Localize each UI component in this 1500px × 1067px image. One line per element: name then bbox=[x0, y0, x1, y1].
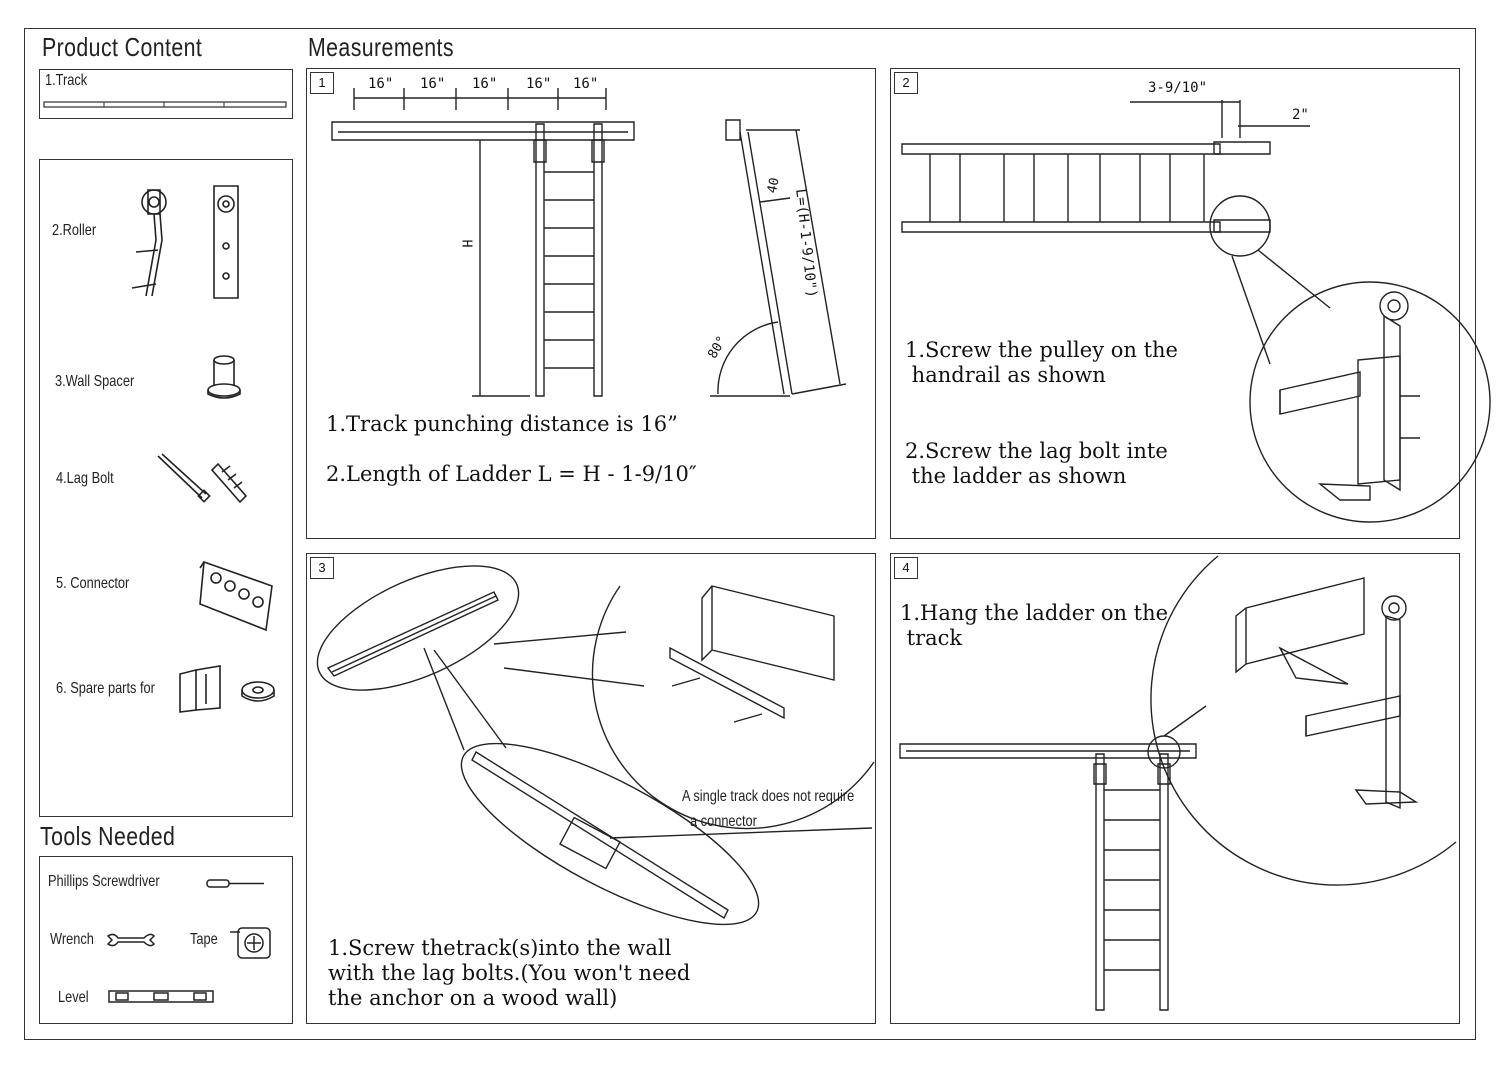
panel-1-ladder-front-diagram bbox=[330, 82, 640, 402]
panel-1 bbox=[306, 68, 876, 539]
panel-3-number: 3 bbox=[310, 557, 334, 579]
panel-3 bbox=[306, 553, 876, 1024]
connector-icon bbox=[196, 558, 276, 634]
wall-spacer-icon bbox=[204, 352, 244, 400]
panel-4 bbox=[890, 553, 1460, 1024]
roller-icon bbox=[128, 180, 248, 304]
panel-3-instructions: 1.Screw thetrack(s)into the wall with th… bbox=[328, 936, 691, 1010]
item-label-connector: 5. Connector bbox=[56, 575, 130, 592]
panel-1-dim-2: 16" bbox=[420, 76, 446, 92]
track-icon bbox=[44, 100, 288, 110]
item-label-roller: 2.Roller bbox=[52, 222, 97, 239]
item-label-lag-bolt: 4.Lag Bolt bbox=[56, 470, 114, 487]
panel-2-dim-b: 2" bbox=[1292, 107, 1309, 123]
parts-list-box bbox=[39, 159, 293, 817]
panel-2-instruction-1: 1.Screw the pulley on the handrail as sh… bbox=[905, 338, 1178, 387]
tool-label-wrench: Wrench bbox=[50, 931, 94, 948]
panel-4-hang-ladder-diagram bbox=[896, 556, 1456, 1016]
panel-1-offset-label: 40 bbox=[764, 176, 783, 195]
screwdriver-icon bbox=[206, 878, 266, 890]
panel-3-callout-2: a connector bbox=[690, 813, 757, 830]
panel-2-number: 2 bbox=[894, 72, 918, 94]
lag-bolt-icon bbox=[154, 452, 258, 508]
panel-1-height-label: H bbox=[458, 239, 474, 248]
panel-3-callout: A single track does not require bbox=[682, 788, 855, 805]
item-label-wall-spacer: 3.Wall Spacer bbox=[55, 373, 135, 390]
measurements-title: Measurements bbox=[308, 32, 454, 62]
panel-2 bbox=[890, 68, 1460, 539]
panel-1-ladder-side-diagram bbox=[700, 112, 860, 402]
level-icon bbox=[108, 990, 216, 1004]
panel-3-track-mount-diagram bbox=[314, 556, 874, 926]
tool-label-level: Level bbox=[58, 989, 89, 1006]
tape-measure-icon bbox=[230, 926, 274, 960]
panel-1-dim-3: 16" bbox=[472, 76, 498, 92]
wrench-icon bbox=[106, 932, 156, 948]
panel-1-dim-1: 16" bbox=[368, 76, 394, 92]
panel-4-instructions: 1.Hang the ladder on the track bbox=[900, 601, 1169, 650]
panel-2-ladder-top-diagram bbox=[900, 80, 1450, 530]
product-content-title: Product Content bbox=[42, 32, 203, 62]
spare-parts-icon bbox=[176, 664, 280, 716]
panel-4-number: 4 bbox=[894, 557, 918, 579]
panel-1-dim-4: 16" bbox=[526, 76, 552, 92]
panel-1-instructions: 1.Track punching distance is 16” 2.Lengt… bbox=[326, 412, 697, 486]
item-label-spare-parts: 6. Spare parts for bbox=[56, 680, 155, 697]
tools-needed-title: Tools Needed bbox=[40, 821, 176, 851]
track-item-box bbox=[39, 69, 293, 119]
tool-label-tape: Tape bbox=[190, 931, 218, 948]
panel-2-dim-a: 3-9/10" bbox=[1148, 80, 1208, 96]
tool-label-screwdriver: Phillips Screwdriver bbox=[48, 873, 160, 890]
item-label-track: 1.Track bbox=[45, 72, 88, 89]
panel-2-instruction-2: 2.Screw the lag bolt inte the ladder as … bbox=[905, 439, 1168, 488]
panel-1-dim-5: 16" bbox=[573, 76, 599, 92]
panel-1-number: 1 bbox=[310, 72, 334, 94]
